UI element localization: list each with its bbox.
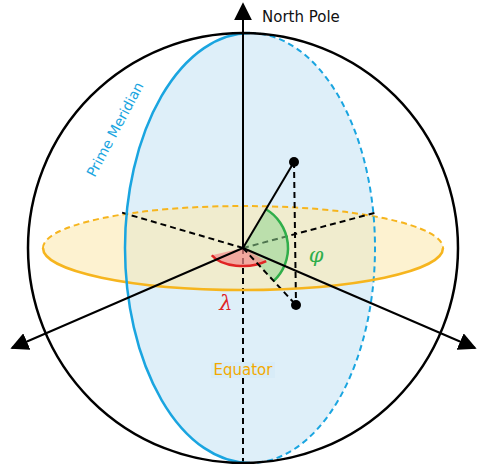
surface-point xyxy=(289,157,299,167)
meridian-front xyxy=(125,33,250,463)
longitude-symbol: λ xyxy=(219,292,232,315)
polar-axis xyxy=(242,4,244,248)
radius-line xyxy=(243,162,294,248)
equator-front xyxy=(43,248,443,290)
projection-line xyxy=(243,248,296,305)
x-axis xyxy=(12,248,243,348)
projection-line xyxy=(294,162,296,305)
latitude-symbol: φ xyxy=(309,244,324,267)
axis-south xyxy=(242,248,244,463)
latitude-wedge xyxy=(243,209,288,281)
pole-label: North Pole xyxy=(262,9,340,26)
y-axis xyxy=(243,248,475,348)
axis-back xyxy=(120,212,243,248)
latitude-arc xyxy=(266,209,288,281)
projected-point xyxy=(291,300,301,310)
equator-label: Equator xyxy=(211,362,276,379)
